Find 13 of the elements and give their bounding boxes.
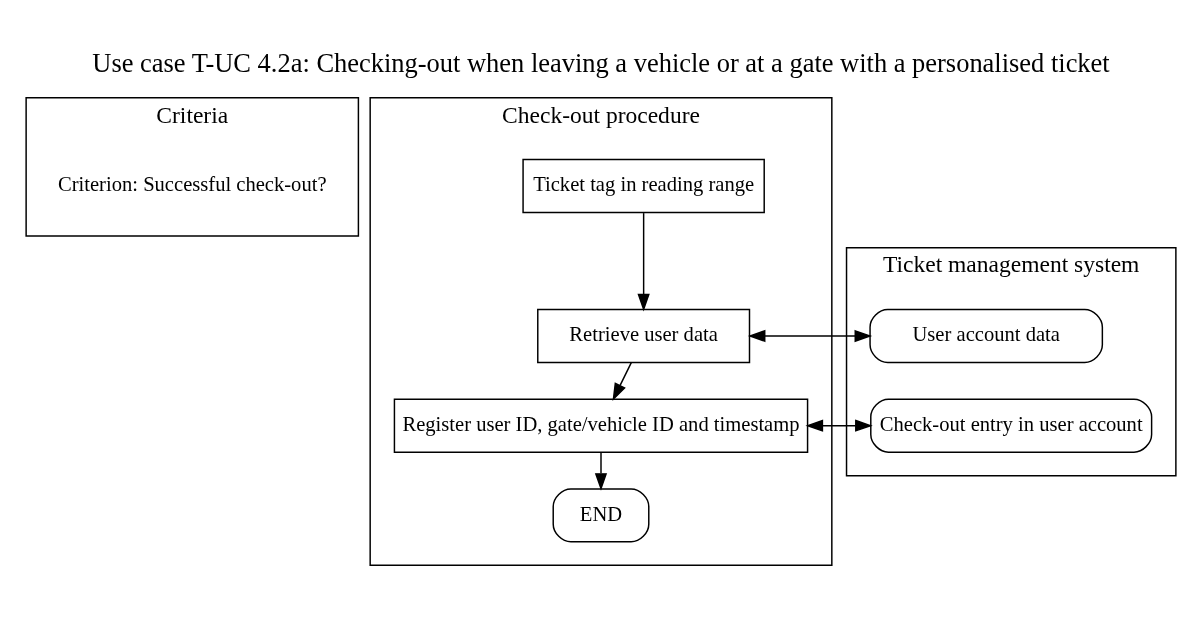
node-box: Retrieve user data bbox=[537, 308, 751, 363]
arrow bbox=[612, 361, 633, 401]
node-box: Ticket tag in reading range bbox=[522, 158, 765, 213]
node-box: END bbox=[552, 487, 650, 543]
label: Criterion: Successful check-out? bbox=[57, 172, 327, 195]
diagram-title: Use case T-UC 4.2a: Checking-out when leaving a vehicle or at a gate with a personalised ticket bbox=[92, 47, 1110, 78]
arrow bbox=[594, 451, 608, 491]
node-box: User account data bbox=[869, 308, 1104, 363]
node-box: Check-out entry in user account bbox=[870, 398, 1153, 453]
node-box: Register user ID, gate/vehicle ID and timestamp bbox=[393, 398, 809, 453]
arrow bbox=[637, 211, 650, 311]
arrow bbox=[747, 329, 873, 342]
arrow bbox=[805, 419, 873, 432]
